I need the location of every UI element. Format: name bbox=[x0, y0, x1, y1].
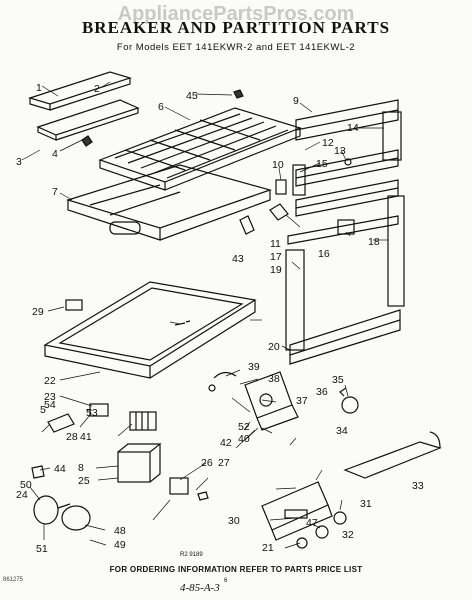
callout-28a: 28 bbox=[66, 431, 78, 443]
part-hinge bbox=[239, 215, 255, 235]
callout-1: 1 bbox=[36, 82, 42, 94]
callout-47: 47 bbox=[306, 517, 318, 529]
callout-30: 30 bbox=[228, 515, 240, 527]
part-clip bbox=[275, 179, 287, 195]
callout-35: 35 bbox=[332, 374, 344, 386]
part-screw bbox=[344, 158, 352, 166]
callout-22: 22 bbox=[44, 375, 56, 387]
callout-13: 13 bbox=[334, 145, 346, 157]
callout-38: 38 bbox=[268, 373, 280, 385]
callout-27: 27 bbox=[218, 457, 230, 469]
callout-51: 51 bbox=[36, 543, 48, 555]
diagram-subtitle: For Models EET 141EKWR-2 and EET 141EKWL… bbox=[116, 42, 356, 53]
callout-2a: 2 bbox=[94, 83, 100, 95]
watermark: AppliancePartsPros.com bbox=[117, 3, 355, 25]
diagram-reference: R2 9189 bbox=[180, 552, 203, 558]
callout-18: 18 bbox=[368, 236, 380, 248]
part-control-housing bbox=[261, 481, 333, 541]
part-clip-44 bbox=[31, 465, 45, 479]
callout-17: 17 bbox=[270, 251, 282, 263]
callout-49: 49 bbox=[114, 539, 126, 551]
callout-25: 25 bbox=[78, 475, 90, 487]
part-bracket bbox=[269, 203, 289, 221]
callout-24a: 24 bbox=[16, 489, 28, 501]
callout-10: 10 bbox=[272, 159, 284, 171]
page-number: 6 bbox=[224, 578, 228, 584]
handwritten-stamp: 4-85-A-3 bbox=[180, 582, 220, 594]
callout-6: 6 bbox=[158, 101, 164, 113]
part-screw-45 bbox=[233, 89, 244, 99]
callout-40: 40 bbox=[238, 433, 250, 445]
callout-54: 54 bbox=[44, 399, 56, 411]
callout-3: 3 bbox=[16, 156, 22, 168]
callout-39: 39 bbox=[248, 361, 260, 373]
callout-36: 36 bbox=[316, 386, 328, 398]
part-breaker-pan bbox=[43, 281, 257, 379]
part-breaker-frame bbox=[65, 164, 273, 241]
callout-4: 4 bbox=[52, 148, 58, 160]
callout-21: 21 bbox=[262, 542, 274, 554]
callout-50: 50 bbox=[20, 479, 32, 491]
part-light-bulb bbox=[341, 396, 359, 414]
callout-20: 20 bbox=[268, 341, 280, 353]
part-fan-motor bbox=[33, 495, 91, 531]
callout-42: 42 bbox=[220, 437, 232, 449]
callout-12: 12 bbox=[322, 137, 334, 149]
part-switch bbox=[117, 443, 162, 483]
callout-45: 45 bbox=[186, 90, 198, 102]
callout-41: 41 bbox=[80, 431, 92, 443]
part-relay bbox=[169, 477, 189, 495]
callout-9: 9 bbox=[293, 95, 299, 107]
part-terminal-block bbox=[129, 411, 157, 431]
callout-labels: 1 2 3 4 5 6 7 8 9 10 11 12 13 14 15 16 1… bbox=[16, 82, 424, 555]
callout-33: 33 bbox=[412, 480, 424, 492]
callout-44: 44 bbox=[54, 463, 66, 475]
part-cold-control bbox=[208, 371, 299, 431]
callout-23: 23 bbox=[44, 391, 56, 403]
callout-37: 37 bbox=[296, 395, 308, 407]
part-partition-frame bbox=[285, 195, 405, 365]
callout-7: 7 bbox=[52, 186, 58, 198]
part-trim-strip bbox=[343, 441, 442, 479]
part-bracket-28 bbox=[47, 413, 75, 433]
part-breaker-strip bbox=[27, 71, 140, 147]
ordering-note: FOR ORDERING INFORMATION REFER TO PARTS … bbox=[109, 565, 363, 574]
part-knob bbox=[333, 511, 347, 525]
callout-32: 32 bbox=[342, 529, 354, 541]
callout-53: 53 bbox=[86, 407, 98, 419]
callout-15: 15 bbox=[316, 158, 328, 170]
callout-11: 11 bbox=[270, 238, 281, 250]
callout-43: 43 bbox=[232, 253, 244, 265]
callout-26: 26 bbox=[201, 457, 213, 469]
callout-8: 8 bbox=[78, 462, 84, 474]
part-knob-2 bbox=[315, 525, 329, 539]
callout-14: 14 bbox=[347, 122, 359, 134]
callout-5: 5 bbox=[40, 404, 46, 416]
callout-16: 16 bbox=[318, 248, 330, 260]
callout-52: 52 bbox=[238, 421, 250, 433]
callout-31: 31 bbox=[360, 498, 372, 510]
part-partition-upper bbox=[292, 99, 402, 217]
callout-48: 48 bbox=[114, 525, 126, 537]
callout-34: 34 bbox=[336, 425, 348, 437]
document-code: 861275 bbox=[3, 577, 24, 583]
part-shelf-grille bbox=[98, 107, 302, 191]
diagram-title: BREAKER AND PARTITION PARTS bbox=[81, 18, 391, 37]
callout-19: 19 bbox=[270, 264, 282, 276]
callout-29: 29 bbox=[32, 306, 44, 318]
